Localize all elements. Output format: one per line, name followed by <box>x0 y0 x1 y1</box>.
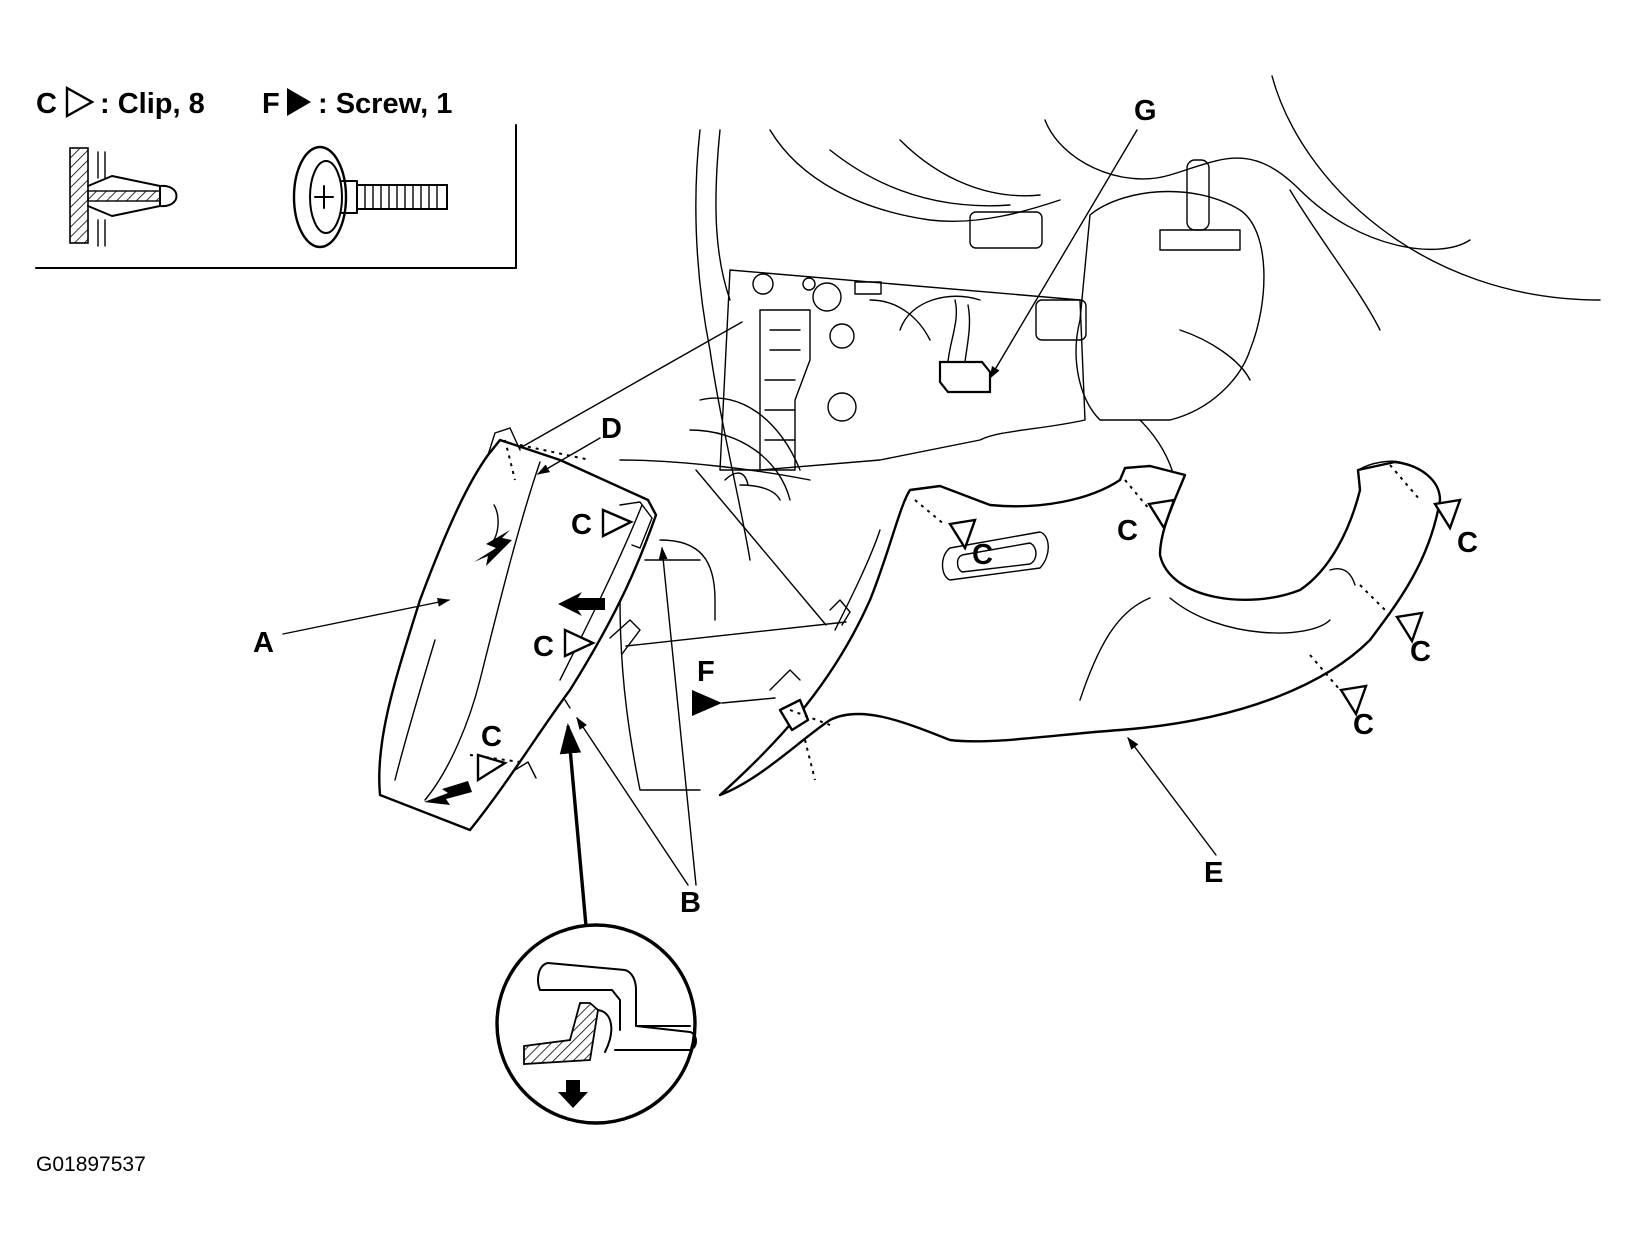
screw-marker-icon <box>692 690 722 716</box>
leader-a <box>282 597 451 635</box>
under-dash-cover-e <box>718 460 1442 797</box>
alignment-line <box>695 469 827 626</box>
clip-marker-icon <box>1433 498 1462 531</box>
legend: C : Clip, 8 F : Screw, 1 <box>35 85 517 269</box>
label-c: C <box>1410 636 1431 668</box>
legend-clip-letter: C <box>36 88 57 120</box>
clip-marker-icon <box>948 518 977 551</box>
clip-marker-icon <box>1395 611 1424 644</box>
legend-screw-text: : Screw, 1 <box>318 88 452 120</box>
clip-marker-icon <box>1147 498 1176 531</box>
leader-e <box>1127 736 1217 856</box>
figure-code: G01897537 <box>36 1153 146 1176</box>
label-c: C <box>972 539 993 571</box>
kick-panel-a <box>378 427 658 832</box>
leader-d <box>536 437 601 475</box>
connector-g <box>938 360 992 394</box>
clip-marker-icon <box>476 753 508 783</box>
callout-labels: A B D E F G C C C C C C C C <box>253 95 1478 919</box>
down-arrow-icon <box>558 1080 588 1108</box>
screw-symbol-icon <box>287 88 311 116</box>
vehicle-dashboard-background <box>619 75 1601 791</box>
legend-screw-letter: F <box>262 88 280 120</box>
label-c: C <box>1117 515 1138 547</box>
alignment-line <box>519 321 743 449</box>
leader-lines <box>282 129 1217 927</box>
clip-illustration-icon <box>69 147 178 247</box>
clip-marker-icon <box>1339 684 1368 717</box>
screw-illustration-icon <box>292 145 448 249</box>
leader-b1 <box>576 716 689 886</box>
steering-wheel-outline <box>1271 75 1601 301</box>
vent-outline <box>969 211 1043 249</box>
detail-leader <box>559 722 588 927</box>
label-e: E <box>1204 857 1223 889</box>
label-c: C <box>571 509 592 541</box>
label-a: A <box>253 627 274 659</box>
label-d: D <box>601 413 622 445</box>
leader-b2 <box>658 546 697 886</box>
label-c: C <box>1353 709 1374 741</box>
label-g: G <box>1134 95 1157 127</box>
clip-markers <box>476 498 1462 783</box>
leader-g <box>989 129 1138 380</box>
clip-marker-icon <box>601 508 634 538</box>
label-c: C <box>533 631 554 663</box>
label-f: F <box>697 656 715 688</box>
detail-view <box>495 923 697 1125</box>
legend-clip-text: : Clip, 8 <box>100 88 205 120</box>
alignment-line <box>625 621 847 647</box>
label-b: B <box>680 887 701 919</box>
label-c: C <box>481 721 502 753</box>
legend-frame <box>35 124 517 269</box>
label-c: C <box>1457 527 1478 559</box>
clip-symbol-icon <box>65 85 95 119</box>
clip-marker-icon <box>563 628 596 658</box>
